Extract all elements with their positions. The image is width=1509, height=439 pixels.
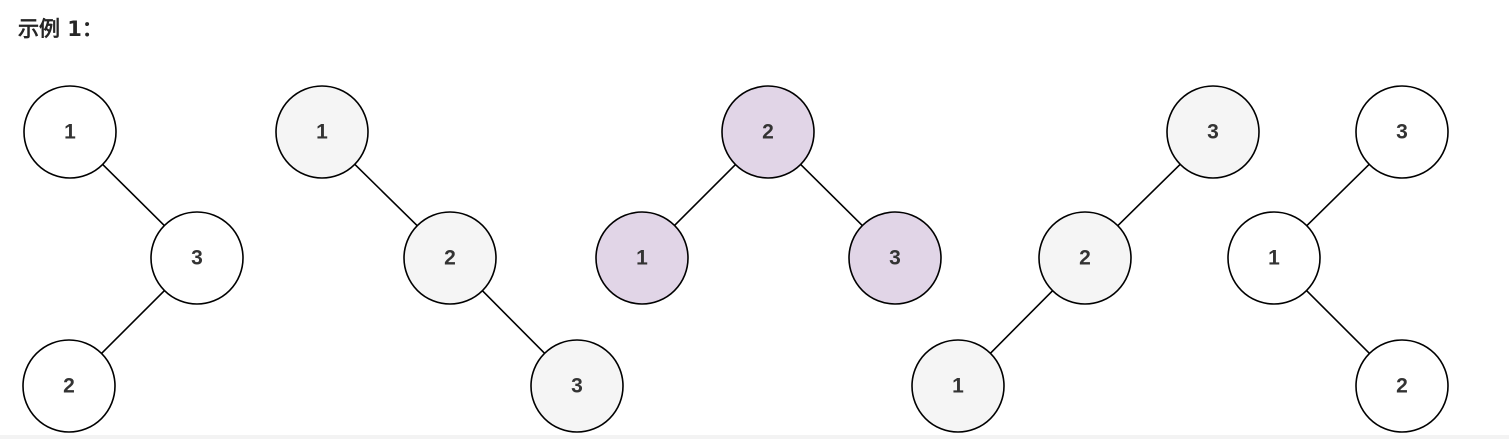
example-heading: 示例 1： [18, 17, 103, 41]
tree-5-node-2: 1 [1227, 211, 1321, 305]
tree-2-edge-1 [354, 163, 418, 227]
node-circle [150, 211, 244, 305]
node-label: 1 [952, 375, 964, 398]
node-label: 3 [889, 247, 901, 270]
tree-5-edge-1 [1306, 163, 1370, 227]
node-circle [721, 85, 815, 179]
node-circle [595, 211, 689, 305]
node-label: 2 [762, 121, 774, 144]
node-label: 3 [1396, 121, 1408, 144]
node-circle [1355, 85, 1449, 179]
tree-2-node-1: 1 [275, 85, 369, 179]
tree-3-edge-1 [673, 163, 737, 227]
node-label: 3 [1207, 121, 1219, 144]
tree-3-node-2: 1 [595, 211, 689, 305]
tree-2-edge-2 [481, 290, 546, 354]
edges-layer [100, 163, 1371, 355]
tree-5-node-1: 3 [1355, 85, 1449, 179]
tree-2-node-2: 2 [403, 211, 497, 305]
tree-1-node-3: 2 [22, 339, 116, 433]
node-circle [848, 211, 942, 305]
node-label: 2 [1079, 247, 1091, 270]
tree-4-node-3: 1 [911, 339, 1005, 433]
node-circle [911, 339, 1005, 433]
nodes-layer: 1 3 2 1 2 3 2 1 3 3 2 1 3 1 2 [22, 85, 1449, 433]
tree-4-node-2: 2 [1038, 211, 1132, 305]
node-label: 2 [444, 247, 456, 270]
tree-2-node-3: 3 [530, 339, 624, 433]
tree-1-node-2: 3 [150, 211, 244, 305]
node-circle [275, 85, 369, 179]
tree-4-edge-2 [989, 290, 1054, 354]
tree-5-node-3: 2 [1355, 339, 1449, 433]
node-circle [22, 339, 116, 433]
tree-3-edge-2 [800, 163, 863, 227]
node-circle [530, 339, 624, 433]
node-label: 1 [64, 121, 76, 144]
node-label: 3 [571, 375, 583, 398]
tree-3-node-1: 2 [721, 85, 815, 179]
node-circle [1227, 211, 1321, 305]
node-label: 1 [316, 121, 328, 144]
tree-1-node-1: 1 [23, 85, 117, 179]
bottom-divider [0, 435, 1509, 439]
node-label: 2 [1396, 375, 1408, 398]
node-label: 3 [191, 247, 203, 270]
tree-1-edge-2 [100, 289, 166, 355]
tree-5-edge-2 [1305, 289, 1371, 355]
tree-3-node-3: 3 [848, 211, 942, 305]
node-circle [1038, 211, 1132, 305]
node-circle [403, 211, 497, 305]
node-circle [23, 85, 117, 179]
tree-4-node-1: 3 [1166, 85, 1260, 179]
node-label: 1 [1268, 247, 1280, 270]
tree-4-edge-1 [1117, 163, 1181, 227]
node-circle [1355, 339, 1449, 433]
node-circle [1166, 85, 1260, 179]
node-label: 1 [636, 247, 648, 270]
node-label: 2 [63, 375, 75, 398]
tree-1-edge-1 [102, 163, 165, 227]
